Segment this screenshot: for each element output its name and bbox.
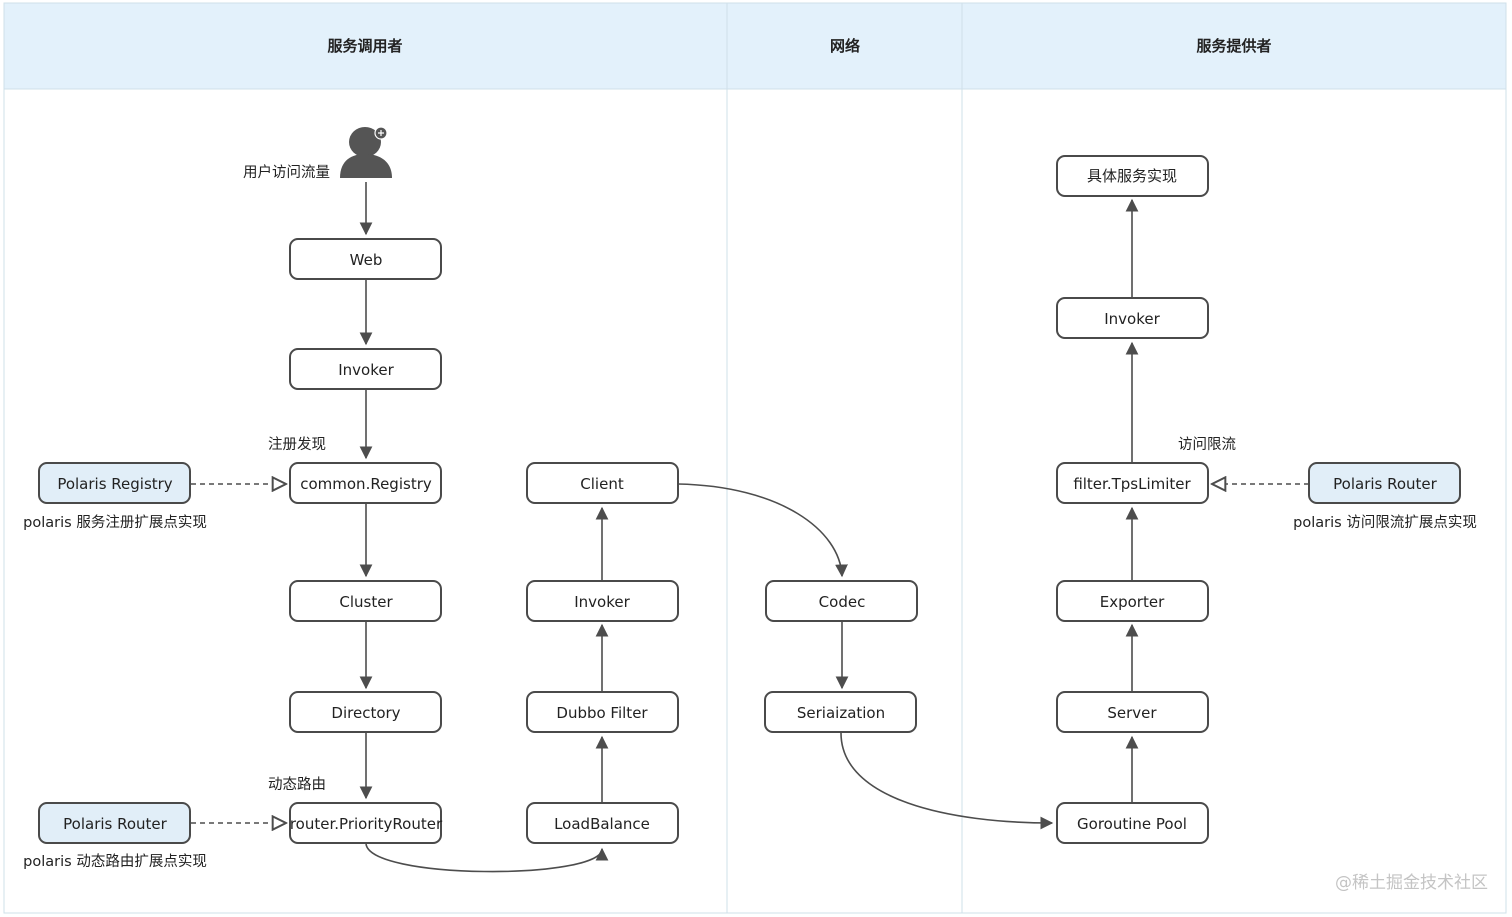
node-web-label: Web <box>350 251 383 269</box>
node-exporter-label: Exporter <box>1100 593 1165 611</box>
lane-title-provider: 服务提供者 <box>1196 37 1271 55</box>
node-directory: Directory <box>289 691 442 733</box>
node-tps-limiter-label: filter.TpsLimiter <box>1073 475 1191 493</box>
swimlanes: 服务调用者 网络 服务提供者 <box>3 2 1507 914</box>
node-client-label: Client <box>580 475 624 493</box>
node-serialization: Seriaization <box>764 691 917 733</box>
polaris-registry-desc: polaris 服务注册扩展点实现 <box>23 514 207 531</box>
node-polaris-router-consumer-label: Polaris Router <box>63 815 168 833</box>
node-dubbo-filter-label: Dubbo Filter <box>556 704 648 722</box>
node-loadbalance-label: LoadBalance <box>554 815 650 833</box>
watermark: @稀土掘金技术社区 <box>1335 873 1488 893</box>
node-loadbalance: LoadBalance <box>526 802 679 844</box>
node-priority-router: router.PriorityRouter <box>289 802 443 844</box>
polaris-ratelimit-desc: polaris 访问限流扩展点实现 <box>1293 514 1477 531</box>
node-polaris-router-provider-label: Polaris Router <box>1333 475 1438 493</box>
user-traffic-label: 用户访问流量 <box>243 164 330 181</box>
node-server: Server <box>1056 691 1209 733</box>
edges <box>191 182 1309 873</box>
node-client: Client <box>526 462 679 504</box>
node-web: Web <box>289 238 442 280</box>
registry-discovery-note: 注册发现 <box>268 436 326 453</box>
node-client-invoker-label: Invoker <box>574 593 630 611</box>
node-tps-limiter: filter.TpsLimiter <box>1056 462 1209 504</box>
node-service-impl-label: 具体服务实现 <box>1087 167 1177 185</box>
node-common-registry: common.Registry <box>289 462 442 504</box>
user-icon <box>340 126 392 178</box>
node-common-registry-label: common.Registry <box>300 475 432 493</box>
node-service-impl: 具体服务实现 <box>1056 155 1209 197</box>
node-goroutine-pool-label: Goroutine Pool <box>1077 815 1187 833</box>
node-provider-invoker-label: Invoker <box>1104 310 1160 328</box>
node-cluster-label: Cluster <box>339 593 393 611</box>
lane-title-network: 网络 <box>830 37 860 55</box>
node-consumer-invoker: Invoker <box>289 348 442 390</box>
polaris-router-desc: polaris 动态路由扩展点实现 <box>23 853 207 870</box>
node-directory-label: Directory <box>331 704 400 722</box>
node-polaris-router-provider: Polaris Router <box>1308 462 1461 504</box>
node-provider-invoker: Invoker <box>1056 297 1209 339</box>
node-polaris-router-consumer: Polaris Router <box>38 802 191 844</box>
lane-header-band <box>3 2 1507 90</box>
node-priority-router-label: router.PriorityRouter <box>290 815 443 833</box>
node-client-invoker: Invoker <box>526 580 679 622</box>
node-polaris-registry-label: Polaris Registry <box>57 475 172 493</box>
node-codec-label: Codec <box>819 593 866 611</box>
node-consumer-invoker-label: Invoker <box>338 361 394 379</box>
node-server-label: Server <box>1107 704 1157 722</box>
node-exporter: Exporter <box>1056 580 1209 622</box>
rate-limit-note: 访问限流 <box>1178 436 1236 453</box>
lane-title-consumer: 服务调用者 <box>327 37 402 55</box>
node-codec: Codec <box>765 580 918 622</box>
node-dubbo-filter: Dubbo Filter <box>526 691 679 733</box>
dynamic-routing-note: 动态路由 <box>268 776 326 793</box>
node-cluster: Cluster <box>289 580 442 622</box>
node-serialization-label: Seriaization <box>797 704 885 722</box>
node-polaris-registry: Polaris Registry <box>38 462 191 504</box>
node-goroutine-pool: Goroutine Pool <box>1056 802 1209 844</box>
